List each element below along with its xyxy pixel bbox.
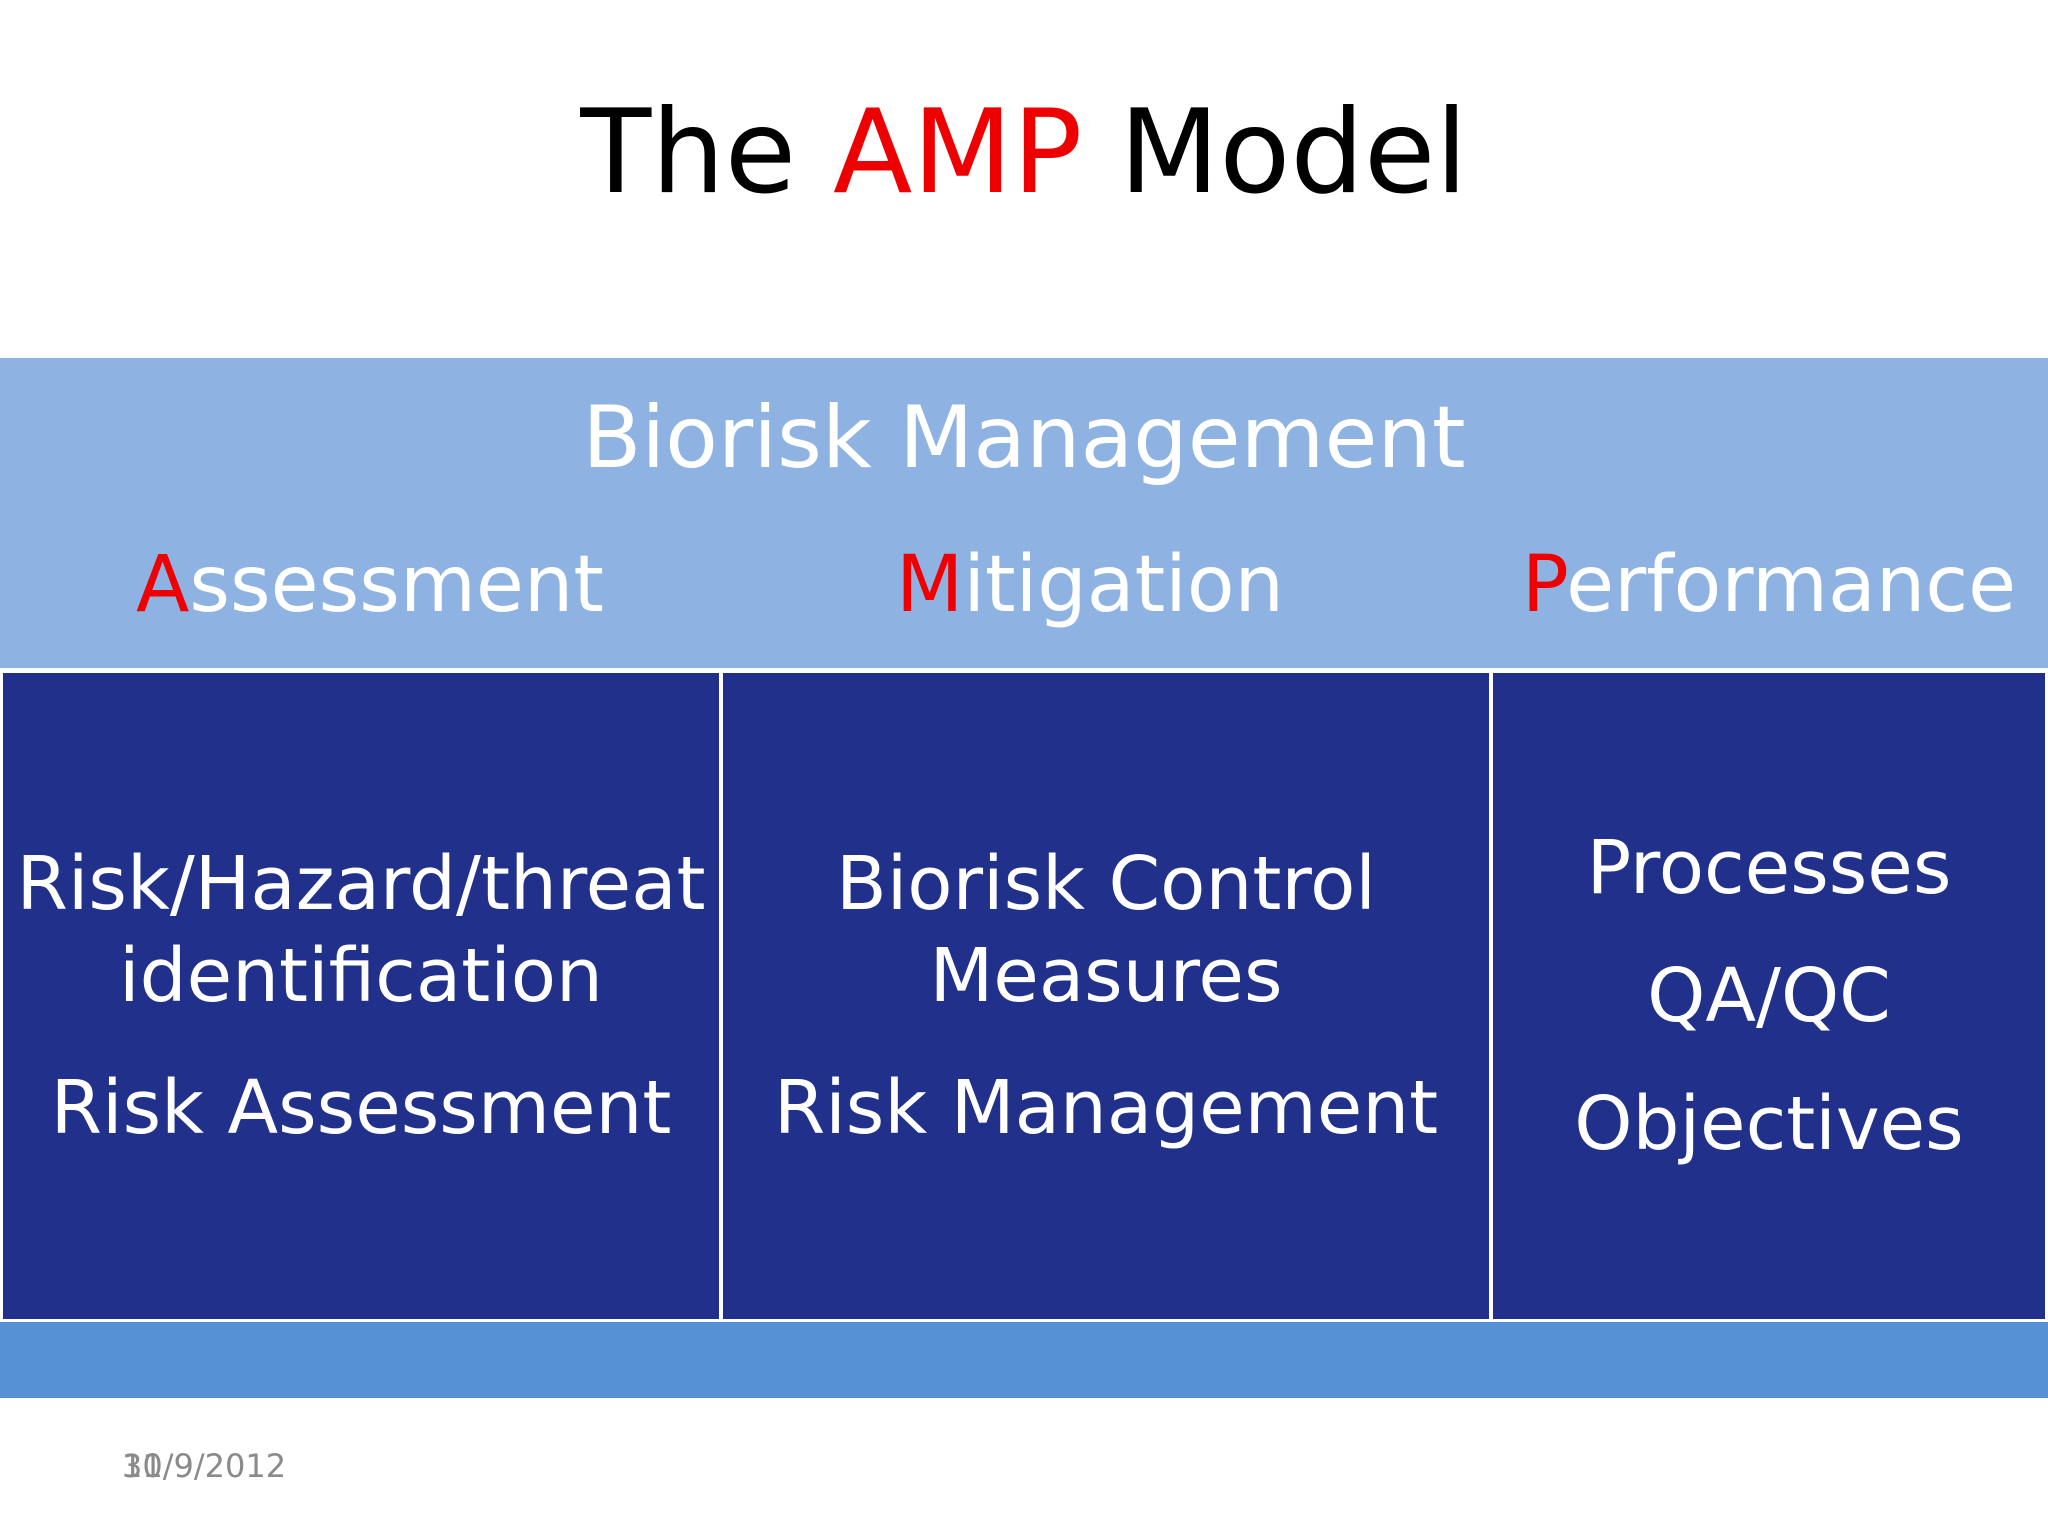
biorisk-management-band: Biorisk Management Assessment Mitigation…	[0, 358, 2048, 668]
pillar-initial: A	[136, 540, 190, 630]
title-suffix: Model	[1082, 85, 1468, 220]
assessment-box: Risk/Hazard/threat identification Risk A…	[0, 670, 722, 1322]
performance-item: Processes	[1586, 825, 1952, 911]
pillar-heading-mitigation: Mitigation	[720, 540, 1460, 630]
performance-item: QA/QC	[1647, 953, 1891, 1039]
assessment-item: Risk/Hazard/threat identification	[16, 841, 706, 1019]
pillar-heading-performance: Performance	[1490, 540, 2048, 630]
mitigation-box: Biorisk Control Measures Risk Management	[720, 670, 1492, 1322]
pillar-rest: erformance	[1566, 540, 2017, 630]
footer-date: 10/9/2012	[122, 1447, 287, 1485]
slide-number: 31	[122, 1447, 163, 1485]
pillar-rest: itigation	[963, 540, 1284, 630]
pillar-heading-assessment: Assessment	[0, 540, 740, 630]
assessment-item: Risk Assessment	[50, 1065, 672, 1151]
pillar-rest: ssessment	[189, 540, 604, 630]
band-heading: Biorisk Management	[582, 388, 1466, 488]
performance-box: Processes QA/QC Objectives	[1490, 670, 2048, 1322]
bottom-band	[0, 1320, 2048, 1398]
pillar-initial: P	[1521, 540, 1567, 630]
mitigation-item: Risk Management	[773, 1065, 1439, 1151]
slide-title: The AMP Model	[0, 88, 2048, 218]
pillar-initial: M	[896, 540, 964, 630]
title-accent: AMP	[833, 85, 1083, 220]
mitigation-item: Biorisk Control Measures	[835, 841, 1376, 1019]
performance-item: Objectives	[1574, 1081, 1964, 1167]
title-prefix: The	[580, 85, 834, 220]
